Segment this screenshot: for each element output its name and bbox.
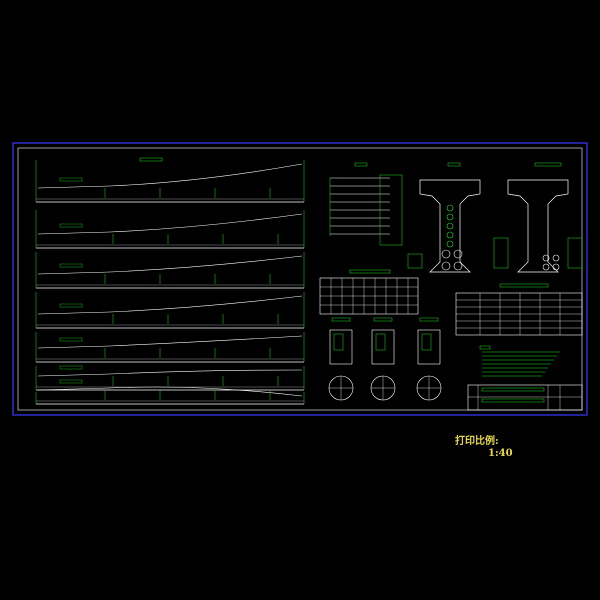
label-mark [59, 303, 83, 308]
label-mark [59, 337, 83, 342]
tendon-duct [542, 254, 550, 262]
table-title-mark [499, 283, 549, 288]
view-title-mark [354, 162, 368, 167]
tendon-duct [441, 261, 451, 271]
section-outline [329, 329, 353, 365]
section-outline [417, 329, 441, 365]
tendon-duct [446, 213, 454, 221]
tendon-duct [542, 263, 550, 271]
inner-border [17, 147, 583, 411]
view-title-mark [331, 317, 351, 322]
outer-frame [12, 142, 588, 416]
view-title-mark [139, 157, 163, 162]
rebar-label-column [379, 174, 403, 246]
label-mark [59, 223, 83, 228]
view-title-mark [373, 317, 393, 322]
table-title-mark [349, 269, 391, 274]
tendon-duct [453, 261, 463, 271]
girder-section-right [507, 179, 569, 273]
section-outline [371, 329, 395, 365]
tendon-duct [552, 254, 560, 262]
elevation-profile-line [37, 255, 303, 275]
elevation-profile-line [37, 369, 303, 377]
title-block [467, 384, 583, 411]
print-scale-label: 打印比例: [455, 436, 499, 447]
label-mark [59, 263, 83, 268]
tendon-duct [441, 249, 451, 259]
elevation-profile-line [37, 335, 303, 349]
tendon-duct [446, 240, 454, 248]
title-block-text-mark [481, 398, 545, 403]
title-block-text-mark [481, 387, 545, 392]
section-label-box [493, 237, 509, 269]
view-title-mark [447, 162, 461, 167]
elevation-profile-line [37, 295, 303, 315]
view-title-mark [419, 317, 439, 322]
label-mark [59, 365, 83, 370]
view-title-mark [534, 162, 562, 167]
tendon-duct [453, 249, 463, 259]
label-mark [59, 379, 83, 384]
section-label-box [407, 253, 423, 269]
section-rebar [333, 333, 344, 351]
section-rebar [421, 333, 432, 351]
elevation-profile-line [37, 163, 303, 189]
notes-title-mark [479, 345, 491, 350]
section-label-box [567, 237, 583, 269]
tendon-duct [446, 231, 454, 239]
label-mark [59, 177, 83, 182]
print-scale-value: 1:40 [488, 448, 513, 459]
section-rebar [375, 333, 386, 351]
elevation-profile-line [37, 386, 303, 397]
tendon-duct [446, 204, 454, 212]
tendon-duct [552, 263, 560, 271]
elevation-profile-line [37, 213, 303, 235]
girder-section-left [419, 179, 481, 273]
tendon-duct [446, 222, 454, 230]
